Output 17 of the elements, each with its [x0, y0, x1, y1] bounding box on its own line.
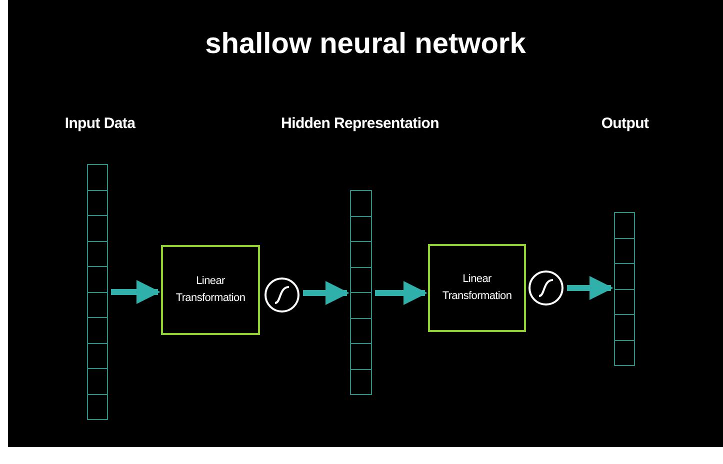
column-heading: Input Data: [64, 115, 136, 133]
arrow: [111, 280, 160, 304]
sigmoid-circle: [528, 270, 564, 306]
box-label: Linear Transformation: [174, 274, 246, 306]
vector-column: [614, 212, 635, 366]
arrow: [375, 281, 428, 305]
vector-column: [350, 190, 372, 395]
sigmoid-circle: [264, 277, 300, 313]
vector-column: [87, 164, 108, 420]
arrow: [567, 276, 614, 300]
column-heading: Hidden Representation: [280, 115, 440, 133]
process-box: [428, 244, 526, 332]
box-label: Linear Transformation: [441, 272, 513, 304]
arrow: [303, 281, 350, 305]
column-heading: Output: [600, 115, 650, 133]
process-box: [161, 245, 260, 335]
title: shallow neural network: [204, 27, 527, 62]
